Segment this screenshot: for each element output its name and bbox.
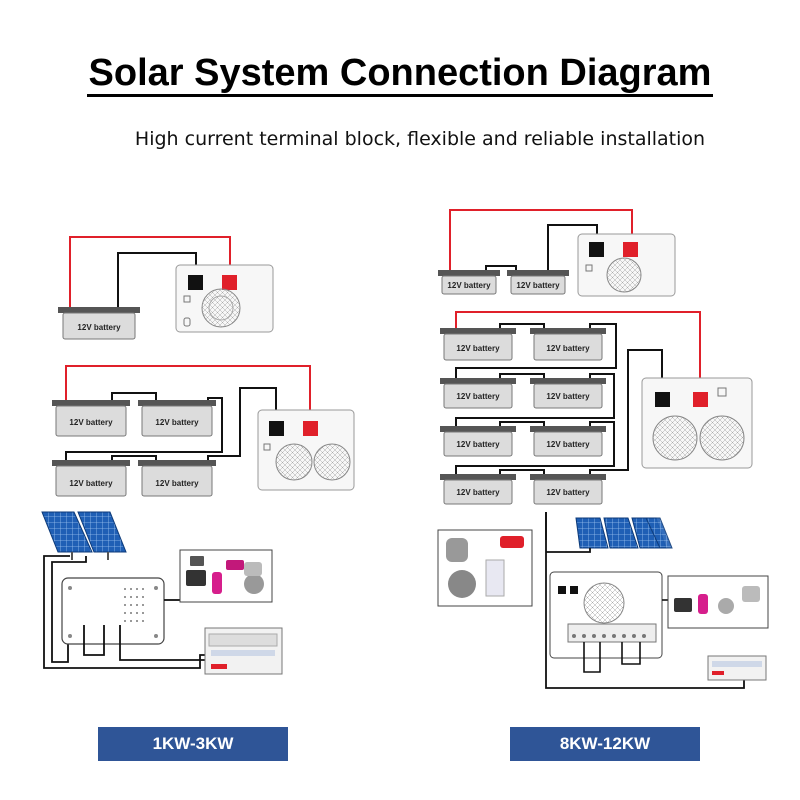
page-title: Solar System Connection Diagram xyxy=(0,52,800,97)
appliances-image-large xyxy=(437,529,533,607)
charge-controller xyxy=(61,577,165,645)
two-battery-setup: 12V battery 12V battery xyxy=(438,209,676,297)
svg-text:12V battery: 12V battery xyxy=(546,440,590,449)
battery: 12V battery xyxy=(530,426,606,457)
appliances-image xyxy=(179,549,273,603)
svg-text:12V battery: 12V battery xyxy=(155,479,199,488)
breaker-box xyxy=(707,655,767,681)
positive-terminal xyxy=(303,421,318,436)
svg-text:12V battery: 12V battery xyxy=(69,479,113,488)
single-battery-setup: 12V battery xyxy=(58,236,274,340)
svg-text:12V battery: 12V battery xyxy=(456,440,500,449)
svg-text:12V battery: 12V battery xyxy=(69,418,113,427)
left-solar-setup xyxy=(41,511,283,675)
right-solar-setup xyxy=(437,512,769,689)
positive-terminal xyxy=(222,275,237,290)
breaker-box xyxy=(204,627,283,675)
battery: 12V battery xyxy=(52,400,130,437)
battery: 12V battery xyxy=(530,378,606,409)
battery: 12V battery xyxy=(52,460,130,497)
inverter-medium xyxy=(257,409,355,491)
inverter-small xyxy=(577,233,676,297)
battery: 12V battery xyxy=(440,426,516,457)
svg-text:12V battery: 12V battery xyxy=(447,281,491,290)
positive-wire xyxy=(69,236,231,310)
svg-text:12V battery: 12V battery xyxy=(516,281,560,290)
solar-panel xyxy=(41,511,127,560)
negative-terminal xyxy=(589,242,604,257)
inverter-small xyxy=(175,264,274,333)
svg-text:12V battery: 12V battery xyxy=(456,392,500,401)
negative-terminal xyxy=(269,421,284,436)
battery: 12V battery xyxy=(58,307,140,340)
svg-text:12V battery: 12V battery xyxy=(155,418,199,427)
page-subtitle: High current terminal block, flexible an… xyxy=(134,128,706,150)
battery: 12V battery xyxy=(438,270,500,295)
battery: 12V battery xyxy=(138,400,216,437)
appliances-image xyxy=(667,575,769,629)
svg-text:12V battery: 12V battery xyxy=(546,344,590,353)
hybrid-inverter xyxy=(549,571,663,659)
positive-terminal xyxy=(693,392,708,407)
negative-terminal xyxy=(655,392,670,407)
battery-label: 12V battery xyxy=(77,323,121,332)
positive-wire xyxy=(65,365,311,418)
svg-text:12V battery: 12V battery xyxy=(456,344,500,353)
battery: 12V battery xyxy=(138,460,216,497)
label-1kw-3kw: 1KW-3KW xyxy=(98,727,288,761)
positive-terminal xyxy=(623,242,638,257)
negative-wire xyxy=(207,387,277,462)
solar-panel xyxy=(575,517,673,549)
positive-wire xyxy=(449,209,633,272)
page-title-text: Solar System Connection Diagram xyxy=(86,52,714,97)
negative-wire xyxy=(589,349,663,476)
negative-terminal xyxy=(188,275,203,290)
battery: 12V battery xyxy=(530,328,606,361)
battery: 12V battery xyxy=(440,474,516,505)
eight-battery-setup: 12V battery 12V battery 12V battery 12V … xyxy=(440,311,753,505)
svg-text:12V battery: 12V battery xyxy=(456,488,500,497)
four-battery-setup: 12V battery 12V battery 12V battery 12V … xyxy=(52,365,355,497)
battery: 12V battery xyxy=(440,328,516,361)
inverter-large xyxy=(641,377,753,469)
positive-wire xyxy=(455,311,701,390)
battery: 12V battery xyxy=(507,270,569,295)
battery: 12V battery xyxy=(440,378,516,409)
label-8kw-12kw: 8KW-12KW xyxy=(510,727,700,761)
battery: 12V battery xyxy=(530,474,606,505)
svg-text:12V battery: 12V battery xyxy=(546,488,590,497)
svg-text:12V battery: 12V battery xyxy=(546,392,590,401)
